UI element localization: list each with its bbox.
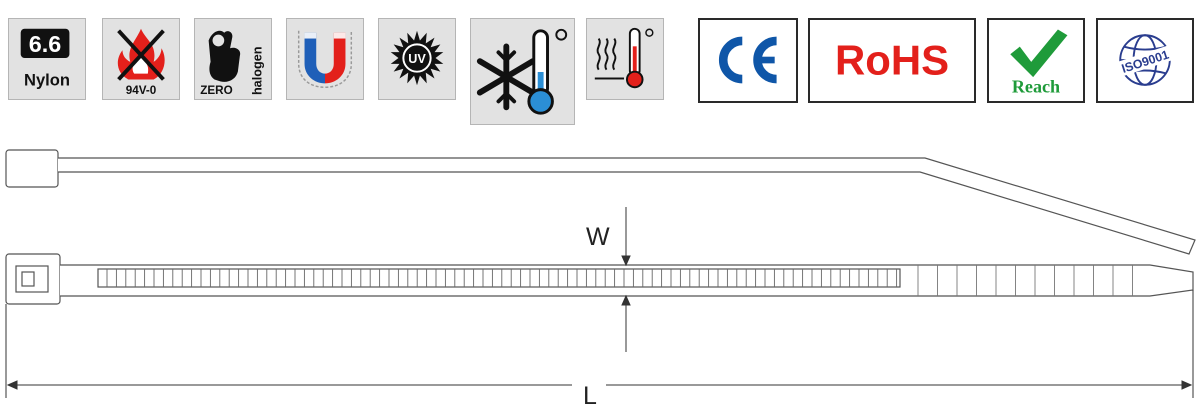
snowflake-thermometer-icon [476, 28, 568, 115]
cable-tie-side-view [5, 149, 1196, 255]
no-flame-icon: 94V-0 [117, 28, 165, 97]
width-label: W [586, 223, 610, 251]
rohs-text: RoHS [835, 36, 949, 83]
length-dimension [5, 290, 1194, 398]
uv-text: UV [408, 52, 426, 66]
uv-resistant-badge: UV [378, 18, 456, 100]
rohs-certification: RoHS [808, 18, 976, 103]
heat-thermometer-icon [594, 27, 654, 89]
ce-text: CE [747, 97, 749, 99]
magnet-icon [297, 30, 353, 88]
reach-certification: Reach [987, 18, 1085, 103]
tail-ridges [917, 265, 1133, 296]
ce-certification: CE [698, 18, 798, 103]
cable-tie-top-view [5, 253, 1194, 305]
iso-globe-icon: ISO9001 [1107, 34, 1183, 86]
reach-text: Reach [1012, 76, 1060, 96]
iso9001-certification: ISO9001 [1096, 18, 1194, 103]
low-temperature-badge [470, 18, 575, 125]
width-dimension [621, 207, 631, 352]
heat-resistant-badge [586, 18, 664, 100]
flame-rating: 94V-0 [126, 84, 157, 97]
uv-sun-icon: UV [390, 30, 444, 86]
length-label: L [583, 382, 597, 410]
zero-halogen-badge: ZERO halogen [194, 18, 272, 100]
serration-teeth [106, 269, 898, 287]
halogen-word: halogen [250, 47, 264, 96]
hand-zero-icon: ZERO halogen [200, 30, 264, 97]
nylon-66-icon: 6.6 Nylon [20, 28, 70, 89]
halogen-zero: ZERO [200, 84, 232, 97]
material-name: Nylon [24, 70, 70, 89]
reach-checkmark-icon: Reach [1010, 29, 1068, 96]
material-grade: 6.6 [29, 31, 62, 57]
non-magnetic-badge [286, 18, 364, 100]
ce-mark-icon: CE [719, 36, 777, 99]
rohs-mark: RoHS [835, 36, 949, 83]
nylon-66-badge: 6.6 Nylon [8, 18, 86, 100]
flame-retardant-badge: 94V-0 [102, 18, 180, 100]
